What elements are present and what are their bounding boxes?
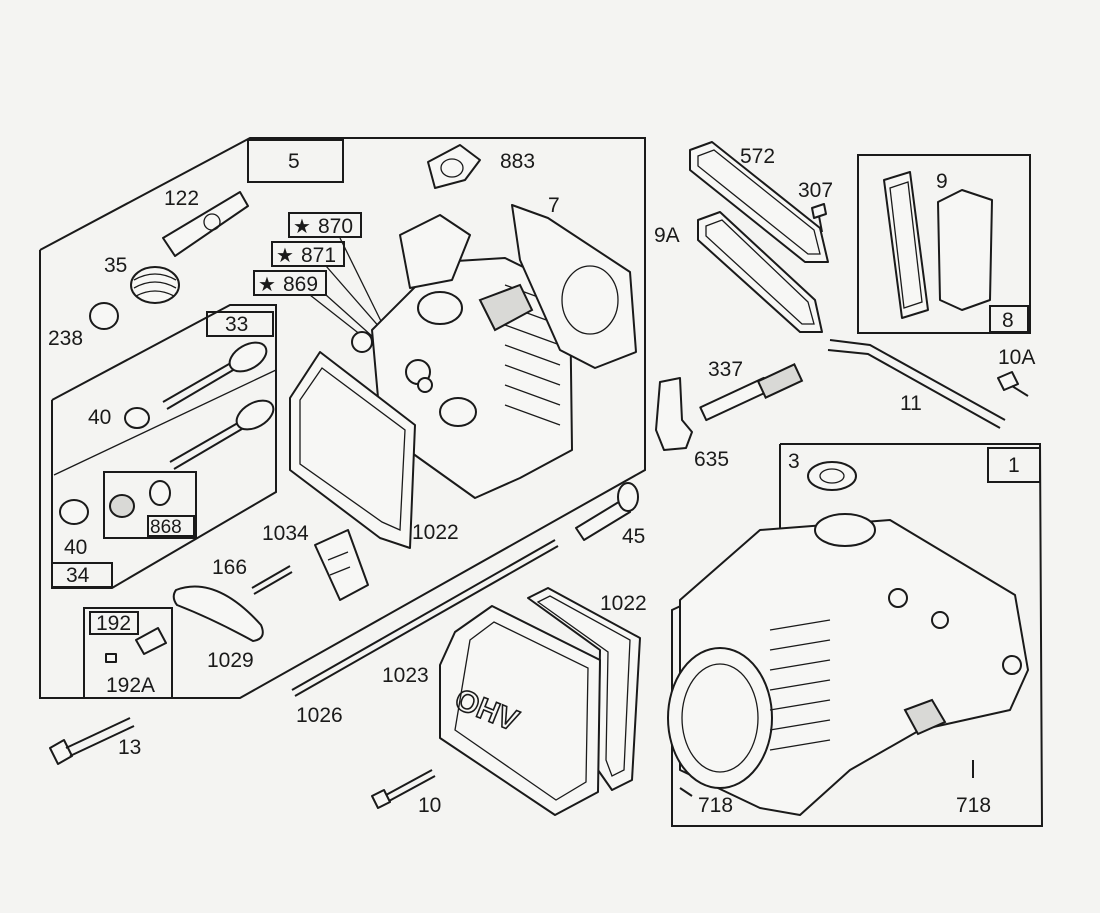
dowel-pins: 718 718 xyxy=(679,760,991,817)
dipstick-tube: 11 xyxy=(827,339,1006,429)
callout-871: 871 xyxy=(301,244,336,267)
callout-40-lower: 40 xyxy=(64,536,87,559)
valve-seal-inset: 868 xyxy=(103,471,197,539)
callout-635: 635 xyxy=(694,448,729,471)
callout-10A: 10A xyxy=(998,346,1035,369)
callout-9: 9 xyxy=(936,170,948,193)
callout-11: 11 xyxy=(900,392,922,415)
rocker-arm: 1029 xyxy=(172,585,264,672)
exhaust-valve xyxy=(169,399,275,470)
callout-572: 572 xyxy=(740,145,775,168)
rocker-cover-gasket-lower: 1022 xyxy=(527,587,647,791)
screw-307: 307 xyxy=(798,179,833,233)
svg-text:★: ★ xyxy=(258,272,276,296)
cylinder-head-panel: 5 xyxy=(39,137,646,699)
intake-gasket-plate: 122 xyxy=(162,187,249,257)
rocker-guide-plate: 1034 xyxy=(262,522,369,601)
valve-retainer-lower xyxy=(59,499,89,525)
callout-1029: 1029 xyxy=(207,649,254,672)
callout-35: 35 xyxy=(104,254,127,277)
rocker-cover: OHV 1023 xyxy=(382,605,601,816)
callout-7: 7 xyxy=(548,194,560,217)
callout-166: 166 xyxy=(212,556,247,579)
callout-337: 337 xyxy=(708,358,743,381)
push-rod-guide: 45 xyxy=(575,482,645,548)
rocker-stud: 166 xyxy=(212,556,293,595)
callout-34: 34 xyxy=(66,564,90,587)
callout-868: 868 xyxy=(150,517,182,538)
callout-307: 307 xyxy=(798,179,833,202)
callout-1023: 1023 xyxy=(382,664,429,687)
svg-text:★: ★ xyxy=(276,243,294,267)
callout-10: 10 xyxy=(418,794,441,817)
callout-45: 45 xyxy=(622,525,645,548)
bolt-10: 10 xyxy=(371,769,441,817)
callout-1: 1 xyxy=(1008,454,1020,477)
callout-3: 3 xyxy=(788,450,800,473)
callout-718-right: 718 xyxy=(956,794,991,817)
callout-5: 5 xyxy=(288,150,300,173)
callout-870: 870 xyxy=(318,215,353,238)
callout-869: 869 xyxy=(283,273,318,296)
rocker-cover-gasket-upper: 1022 xyxy=(289,351,459,549)
head-gasket: 7 xyxy=(511,194,637,369)
callout-238: 238 xyxy=(48,327,83,350)
exhaust-gasket: 883 xyxy=(427,144,535,189)
callout-8: 8 xyxy=(1002,309,1014,332)
intake-valve xyxy=(162,341,268,410)
callout-1022-lower: 1022 xyxy=(600,592,647,615)
callout-718-left: 718 xyxy=(698,794,733,817)
star-callouts: ★ 870 ★ 871 ★ 869 xyxy=(253,212,411,381)
callout-883: 883 xyxy=(500,150,535,173)
breather-gasket-572: 572 xyxy=(689,141,829,263)
callout-192A: 192A xyxy=(106,674,155,697)
valve-subpanel: 33 34 xyxy=(51,304,277,589)
valve-spring: 35 xyxy=(104,254,180,304)
push-rod: 1026 xyxy=(291,539,559,727)
callout-122: 122 xyxy=(164,187,199,210)
spark-plug: 337 xyxy=(699,358,804,422)
callout-13: 13 xyxy=(118,736,141,759)
bolt-10A: 10A xyxy=(997,346,1035,397)
callout-33: 33 xyxy=(225,313,248,336)
adjuster-inset: 192 192A xyxy=(83,607,173,699)
breather-gasket-9A: 9A xyxy=(654,211,823,333)
callout-1022-upper: 1022 xyxy=(412,521,459,544)
callout-9A: 9A xyxy=(654,224,680,247)
callout-1034: 1034 xyxy=(262,522,309,545)
spark-plug-boot: 635 xyxy=(655,377,729,471)
valve-retainer-upper xyxy=(124,407,150,429)
callout-1026: 1026 xyxy=(296,704,343,727)
cylinder-head xyxy=(351,214,573,499)
engine-block xyxy=(667,513,1029,816)
callout-40-upper: 40 xyxy=(88,406,111,429)
callout-192: 192 xyxy=(96,612,131,635)
breather-panel: 8 9 xyxy=(857,154,1031,334)
bolt-13: 13 xyxy=(49,717,141,765)
valve-cap xyxy=(89,302,119,330)
svg-text:★: ★ xyxy=(293,214,311,238)
